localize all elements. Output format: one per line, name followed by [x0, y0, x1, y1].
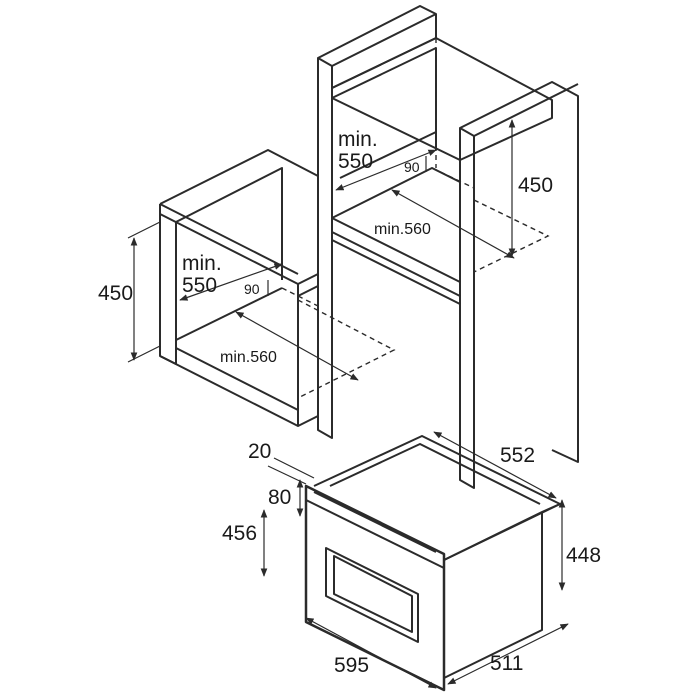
front-width-label: 595 [334, 654, 369, 677]
right-height-label: 450 [518, 174, 553, 197]
front-height-label: 456 [222, 522, 257, 545]
left-height-label: 450 [98, 282, 133, 305]
left-gap-label: 90 [244, 281, 260, 297]
body-height-label: 448 [566, 544, 601, 567]
left-depth-label-1: min. [182, 252, 222, 275]
right-gap-label: 90 [404, 159, 420, 175]
left-dimensions: 450 min. 550 90 min.560 [98, 221, 359, 381]
right-depth-label-2: 550 [338, 150, 373, 173]
right-depth-label-1: min. [338, 128, 378, 151]
panel-height-label: 80 [268, 486, 291, 509]
front-offset-label: 20 [248, 440, 271, 463]
body-depth-label: 552 [500, 444, 535, 467]
left-width-label: min.560 [220, 349, 277, 366]
left-depth-label-2: 550 [182, 274, 217, 297]
tall-cabinet [317, 5, 579, 489]
right-dimensions: 450 min. 550 90 min.560 [335, 119, 553, 259]
appliance-dimensions: 20 80 456 595 552 448 511 [222, 431, 601, 689]
body-width-label: 511 [490, 652, 523, 675]
right-width-label: min.560 [374, 221, 431, 238]
